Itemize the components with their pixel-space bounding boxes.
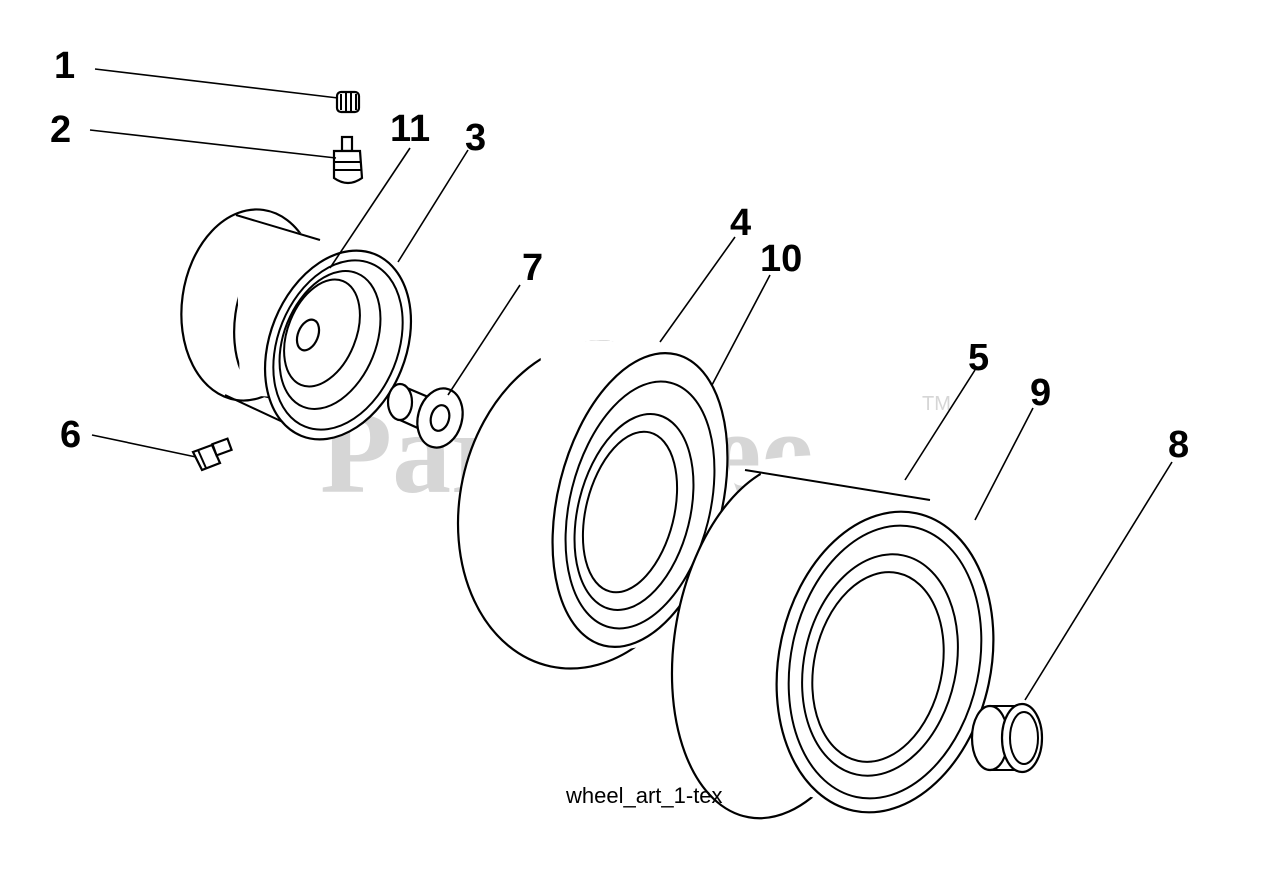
watermark-trademark: TM (922, 393, 951, 415)
callout-7[interactable]: 7 (522, 247, 543, 289)
leader-6 (91, 434, 197, 458)
part-valve-stem[interactable] (332, 135, 364, 185)
callout-10[interactable]: 10 (760, 238, 802, 280)
callout-9[interactable]: 9 (1030, 372, 1051, 414)
part-rim[interactable] (169, 200, 437, 461)
leader-7 (447, 284, 521, 396)
leader-10 (711, 274, 771, 386)
part-grease-fitting[interactable] (191, 437, 233, 472)
callout-6[interactable]: 6 (60, 414, 81, 456)
callout-1[interactable]: 1 (54, 45, 75, 87)
callout-5[interactable]: 5 (968, 337, 989, 379)
leader-8 (1024, 461, 1173, 701)
part-flanged-bushing[interactable] (386, 382, 469, 452)
leader-11 (329, 147, 411, 269)
leader-2 (89, 129, 337, 159)
diagram-caption: wheel_art_1-tex (565, 783, 723, 808)
part-bearing[interactable] (970, 702, 1044, 774)
callout-11[interactable]: 11 (390, 108, 430, 150)
callout-8[interactable]: 8 (1168, 424, 1189, 466)
callout-4[interactable]: 4 (730, 202, 751, 244)
leader-3 (397, 149, 469, 263)
callout-3[interactable]: 3 (465, 117, 486, 159)
callout-2[interactable]: 2 (50, 109, 71, 151)
leader-4 (659, 236, 736, 343)
part-valve-cap[interactable] (335, 90, 361, 114)
part-front-tire[interactable] (428, 318, 755, 693)
leader-1 (94, 68, 339, 99)
leader-5 (904, 369, 976, 481)
leader-9 (974, 407, 1034, 521)
part-rear-tire[interactable] (645, 445, 1020, 836)
